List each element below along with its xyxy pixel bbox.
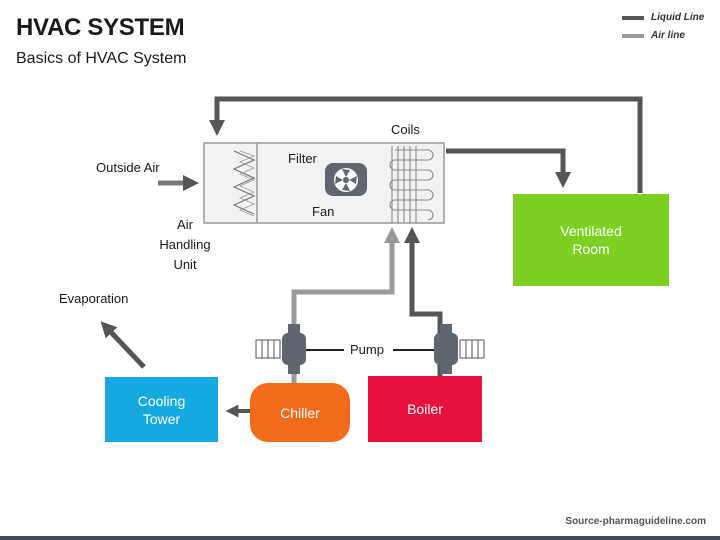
source-credit: Source-pharmaguideline.com — [565, 516, 706, 527]
legend-air-line-label: Air line — [651, 30, 685, 41]
boiler-box: Boiler — [368, 376, 482, 442]
coils-icon — [389, 146, 434, 223]
legend-liquid-line: Liquid Line — [622, 12, 704, 23]
ahu-label-line1: Air — [177, 217, 193, 232]
liquid-line-swatch — [622, 15, 644, 20]
ahu-label-line2: Handling — [159, 237, 211, 252]
chiller-pump-icon — [255, 324, 306, 374]
ahu-label-line3: Unit — [173, 257, 197, 272]
fan-label: Fan — [312, 204, 335, 219]
pump-label: Pump — [350, 342, 384, 357]
return-air-line — [208, 96, 643, 193]
evaporation-label: Evaporation — [59, 291, 129, 306]
ventilated-room-line2: Room — [572, 241, 610, 257]
filter-zigzag-icon — [232, 150, 256, 215]
coils-label: Coils — [391, 122, 420, 137]
boiler-pump-icon — [434, 324, 485, 374]
cooling-tower-line1: Cooling — [137, 392, 186, 409]
ahu-label: Air Handling Unit — [150, 215, 220, 275]
ventilated-room-line1: Ventilated — [560, 223, 622, 239]
chiller-label: Chiller — [280, 404, 320, 421]
page-title: HVAC SYSTEM — [16, 14, 185, 41]
outside-air-label: Outside Air — [96, 160, 160, 175]
air-line-swatch — [622, 33, 644, 38]
bottom-bar — [0, 536, 720, 540]
fan-icon — [325, 163, 367, 196]
ventilated-room-box: Ventilated Room — [513, 194, 669, 286]
page-subtitle: Basics of HVAC System — [16, 50, 187, 67]
legend-air-line: Air line — [622, 30, 685, 41]
boiler-label: Boiler — [407, 401, 443, 417]
cooling-tower-line2: Tower — [142, 410, 181, 427]
chiller-box: Chiller — [250, 383, 350, 442]
filter-label: Filter — [288, 151, 317, 166]
chiller-supply-line — [291, 226, 401, 383]
evaporation-arrow — [100, 321, 146, 369]
legend-liquid-line-label: Liquid Line — [651, 12, 705, 23]
supply-air-line — [446, 148, 572, 189]
cooling-tower-box: Cooling Tower — [105, 377, 218, 442]
